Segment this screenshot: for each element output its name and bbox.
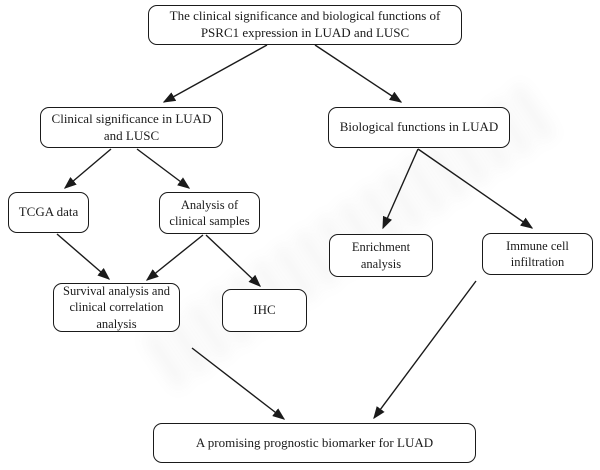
- node-biological-functions: Biological functions in LUAD: [328, 107, 510, 148]
- node-title-label: The clinical significance and biological…: [169, 8, 441, 40]
- arrow-title-to-biological: [314, 44, 403, 103]
- arrow-biological-to-enrichment: [382, 148, 419, 230]
- node-clinical-significance-label: Clinical significance in LUAD and LUSC: [51, 110, 212, 143]
- arrow-biological-to-immune: [417, 148, 534, 229]
- arrow-immune-to-conclusion: [373, 280, 477, 420]
- arrow-clinical-to-analysis: [136, 148, 191, 189]
- node-analysis-clinical-samples: Analysis of clinical samples: [159, 192, 260, 234]
- node-ihc: IHC: [222, 289, 307, 332]
- node-biological-functions-label: Biological functions in LUAD: [339, 119, 499, 135]
- node-survival-analysis-label: Survival analysis and clinical correlati…: [63, 284, 170, 331]
- arrow-tcga-to-survival: [56, 233, 111, 280]
- node-immune-cell-infiltration: Immune cell infiltration: [482, 233, 593, 275]
- node-survival-analysis: Survival analysis and clinical correlati…: [53, 283, 180, 332]
- node-clinical-significance: Clinical significance in LUAD and LUSC: [40, 107, 223, 148]
- node-title: The clinical significance and biological…: [148, 5, 462, 45]
- arrow-survival-to-conclusion: [191, 347, 286, 420]
- arrow-analysis-to-ihc: [205, 234, 262, 287]
- arrow-clinical-to-tcga: [63, 148, 112, 189]
- node-enrichment-analysis-label: Enrichment analysis: [351, 240, 411, 271]
- node-immune-cell-infiltration-label: Immune cell infiltration: [506, 238, 569, 269]
- node-conclusion-label: A promising prognostic biomarker for LUA…: [195, 434, 434, 450]
- node-ihc-label: IHC: [253, 302, 276, 318]
- node-analysis-clinical-samples-label: Analysis of clinical samples: [169, 197, 250, 228]
- arrow-title-to-clinical: [162, 44, 268, 103]
- node-conclusion: A promising prognostic biomarker for LUA…: [153, 423, 476, 463]
- arrow-analysis-to-survival: [145, 234, 204, 281]
- node-enrichment-analysis: Enrichment analysis: [329, 234, 433, 277]
- node-tcga-data-label: TCGA data: [18, 204, 79, 220]
- node-tcga-data: TCGA data: [8, 192, 89, 233]
